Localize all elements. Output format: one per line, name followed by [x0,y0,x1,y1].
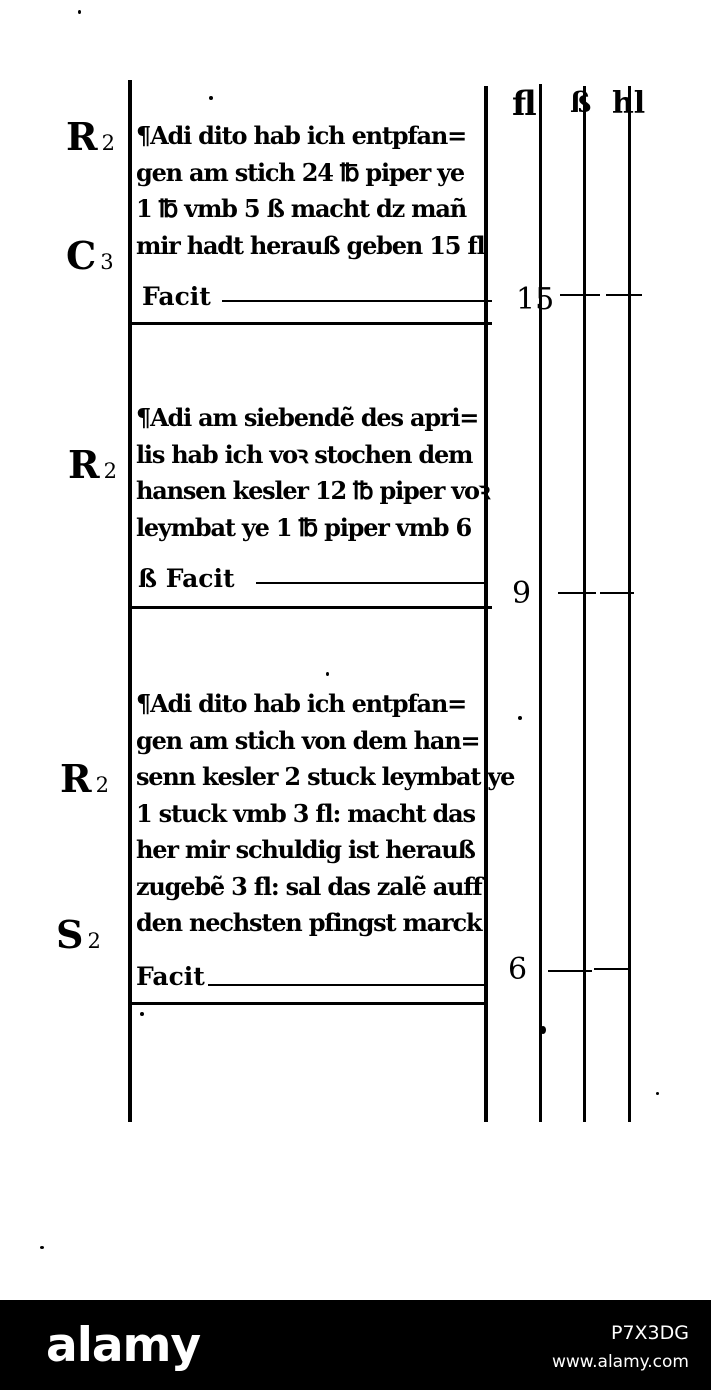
ink-speck [540,1026,546,1034]
facit-leader-line [208,984,484,986]
entry-line: gen am stich von dem han= [136,725,481,755]
margin-letter: R [60,756,92,801]
margin-number: 2 [95,773,109,797]
entry-line: den nechsten pfingst marck [136,908,483,937]
entry-3-amount-gulden: 6 [508,952,528,987]
heller-dash [600,592,634,594]
margin-letter: R [66,114,98,159]
entry-line: ¶Adi dito hab ich entpfan= [136,689,467,718]
entry-line: mir hadt herauß geben 15 fl [136,230,486,260]
left-column-rule [128,80,132,1122]
heller-dash [606,294,642,296]
entry-line: ¶Adi am siebendẽ des apri= [136,403,479,432]
column-header-heller: hl [612,86,646,121]
watermark-footer-bar [0,1300,711,1390]
schilling-dash [560,294,600,296]
margin-letter: C [66,233,97,278]
text-column-right-rule [484,86,488,1122]
entry-line: ¶Adi dito hab ich entpfan= [136,121,467,150]
entry-line: senn kesler 2 stuck leymbat ye [136,762,515,791]
margin-number: 3 [100,250,114,274]
entry-3-text: ¶Adi dito hab ich entpfan= gen am stich … [136,686,515,942]
margin-number: 2 [103,459,117,483]
entry-line: 1 stuck vmb 3 fl: macht das [136,798,476,828]
entry-line: her mir schuldig ist herauß [136,835,476,864]
heller-dash [594,968,630,970]
ink-speck [140,1012,144,1016]
facit-leader-line [222,300,492,302]
entry-line: hansen kesler 12 ℔ piper voꝛ [136,476,490,505]
entry-2-rule [130,606,492,609]
schilling-column-right-rule [583,86,586,1122]
ink-speck [78,10,81,14]
schilling-dash [548,970,592,972]
column-header-gulden: fl [512,84,537,124]
entry-1-rule [130,322,492,325]
entry-2-text: ¶Adi am siebendẽ des apri= lis hab ich v… [136,400,496,546]
ink-speck [518,716,522,720]
entry-3-rule [128,1002,484,1005]
margin-number: 2 [87,929,101,953]
margin-letter: R [68,442,100,487]
entry-line: leymbat ye 1 ℔ piper vmb 6 [136,512,472,542]
entry-1-text: ¶Adi dito hab ich entpfan= gen am stich … [136,118,496,264]
entry-line: lis hab ich voꝛ stochen dem [136,439,473,469]
ink-speck [656,1092,659,1095]
ink-speck [209,96,213,100]
entry-1-facit: Facit [142,282,211,311]
margin-letter: S [56,912,84,957]
gulden-column-right-rule [539,84,542,1122]
watermark-logo: alamy [46,1318,201,1373]
entry-line: 1 ℔ vmb 5 ß macht dz mañ [136,194,467,223]
ink-speck [40,1246,44,1249]
entry-line: gen am stich 24 ℔ piper ye [136,157,465,187]
facit-leader-line [256,582,486,584]
entry-line: zugebẽ 3 fl: sal das zalẽ auff [136,871,483,901]
entry-2-facit: ß Facit [138,564,235,593]
ink-speck [326,672,329,676]
entry-3-facit: Facit [136,962,205,991]
schilling-dash [558,592,596,594]
entry-1-amount-gulden: 15 [516,282,555,317]
margin-number: 2 [101,131,115,155]
column-header-schilling: ß [570,86,592,119]
watermark-site-url: www.alamy.com [551,1352,689,1372]
entry-2-amount-gulden: 9 [512,576,532,611]
heller-column-right-rule [628,86,631,1122]
watermark-image-id: P7X3DG [610,1322,689,1344]
